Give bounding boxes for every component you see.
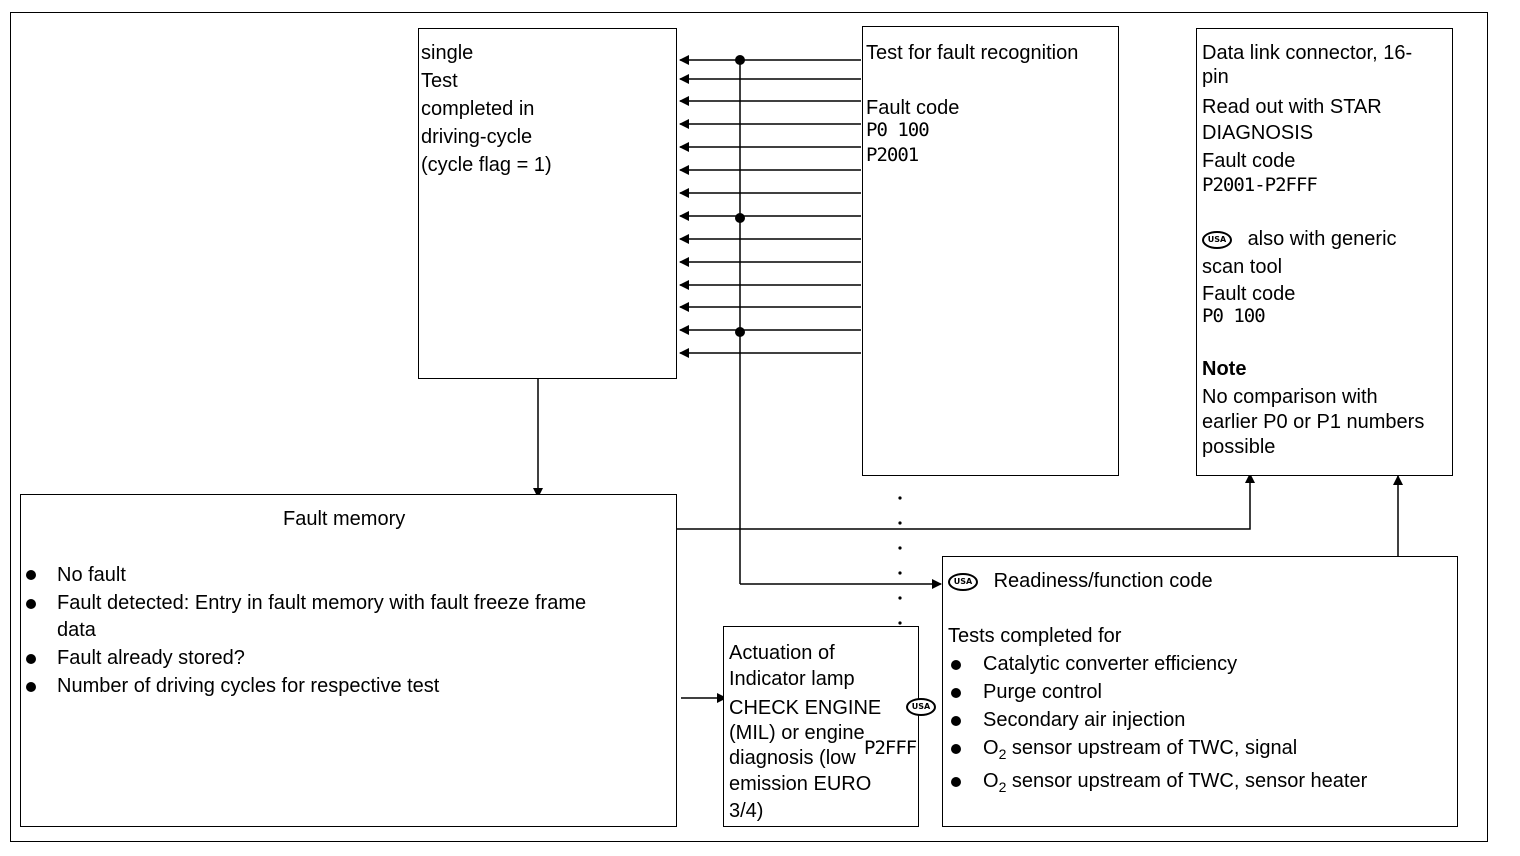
junction-dot: [735, 213, 745, 223]
o2-signal-text: sensor upstream of TWC, signal: [1006, 737, 1298, 759]
fault-memory-item: data: [57, 619, 96, 641]
test-line: Test: [421, 70, 458, 92]
readiness-box: USA Readiness/function code Tests comple…: [942, 556, 1458, 827]
readiness-item: Secondary air injection: [983, 709, 1186, 731]
o2-symbol: O: [983, 770, 999, 792]
test-line: single: [421, 42, 474, 64]
readiness-item: Catalytic converter efficiency: [983, 653, 1238, 675]
fault-memory-title: Fault memory: [283, 508, 406, 530]
bullet-icon: [26, 570, 36, 580]
fault-code-label: Fault code: [866, 97, 960, 119]
bullet-icon: [951, 660, 961, 670]
actuation-line: (MIL) or engine: [729, 722, 865, 744]
fault-code-end: P2FFF: [864, 737, 917, 759]
readiness-title: Readiness/function code: [993, 570, 1213, 592]
fault-memory-item: Fault already stored?: [57, 647, 245, 669]
bullet-icon: [26, 599, 36, 609]
note-title: Note: [1202, 358, 1247, 380]
datalink-line: Fault code: [1202, 150, 1296, 172]
bullet-icon: [951, 716, 961, 726]
test-completed-box: single Test completed in driving-cycle (…: [418, 28, 677, 379]
datalink-usa-row: USA also with generic: [1202, 225, 1397, 253]
memory-to-datalink-arrow: [677, 473, 1255, 530]
datalink-line: Data link connector, 16-: [1202, 42, 1413, 64]
test-line: completed in: [421, 98, 535, 120]
readiness-item-o2-signal: O2 sensor upstream of TWC, signal: [983, 734, 1297, 762]
usa-icon: USA: [1202, 230, 1232, 249]
bullet-icon: [951, 777, 961, 787]
o2-subscript: 2: [998, 746, 1007, 762]
datalink-line: pin: [1202, 66, 1229, 88]
o2-heater-text: sensor upstream of TWC, sensor heater: [1006, 770, 1368, 792]
actuation-line: diagnosis (low: [729, 747, 856, 769]
o2-subscript: 2: [998, 779, 1007, 795]
continuation-dot: [898, 496, 902, 500]
usa-icon: USA: [948, 572, 978, 591]
bullet-icon: [951, 744, 961, 754]
readiness-title-row: USA Readiness/function code: [948, 567, 1213, 595]
datalink-generic-code: P0 100: [1202, 305, 1266, 327]
actuation-line: CHECK ENGINE: [729, 697, 882, 719]
fault-memory-box: Fault memory No fault Fault detected: En…: [20, 494, 677, 827]
fault-recognition-box: Test for fault recognition Fault code P0…: [862, 26, 1119, 476]
note-line: possible: [1202, 436, 1276, 458]
junction-dot: [735, 55, 745, 65]
actuation-line: Actuation of: [729, 642, 835, 664]
fault-memory-item: No fault: [57, 564, 126, 586]
datalink-line: DIAGNOSIS: [1202, 122, 1314, 144]
actuation-box: Actuation of Indicator lamp CHECK ENGINE…: [723, 626, 919, 827]
actuation-line: Indicator lamp: [729, 668, 855, 690]
fault-code-start: P0 100: [866, 119, 930, 141]
datalink-code-range: P2001-P2FFF: [1202, 174, 1318, 196]
datalink-generic-2: scan tool: [1202, 256, 1283, 278]
actuation-line: 3/4): [729, 800, 764, 822]
data-link-connector-box: Data link connector, 16- pin Read out wi…: [1196, 28, 1453, 476]
actuation-line: emission EURO: [729, 773, 872, 795]
continuation-dot: [898, 571, 902, 575]
datalink-line: Read out with STAR: [1202, 96, 1382, 118]
test-line: driving-cycle: [421, 126, 533, 148]
fault-memory-item: Number of driving cycles for respective …: [57, 675, 440, 697]
test-line: (cycle flag = 1): [421, 154, 552, 176]
continuation-dot: [898, 621, 902, 625]
readiness-item: Purge control: [983, 681, 1102, 703]
readiness-subtitle: Tests completed for: [948, 625, 1122, 647]
note-line: earlier P0 or P1 numbers: [1202, 411, 1425, 433]
bullet-icon: [951, 688, 961, 698]
continuation-dot: [898, 546, 902, 550]
diagram-frame: [10, 12, 1488, 842]
datalink-generic-code-label: Fault code: [1202, 283, 1296, 305]
note-line: No comparison with: [1202, 386, 1378, 408]
junction-dot: [735, 327, 745, 337]
continuation-dot: [898, 521, 902, 525]
fault-code-next: P2001: [866, 144, 919, 166]
fault-memory-item: Fault detected: Entry in fault memory wi…: [57, 592, 587, 614]
o2-symbol: O: [983, 737, 999, 759]
usa-icon: USA: [906, 698, 936, 716]
bullet-icon: [26, 682, 36, 692]
bullet-icon: [26, 654, 36, 664]
datalink-generic-1: also with generic: [1247, 228, 1397, 250]
continuation-dot: [898, 596, 902, 600]
fault-recognition-title: Test for fault recognition: [866, 42, 1079, 64]
fault-recognition-arrows: [679, 55, 861, 358]
readiness-item-o2-heater: O2 sensor upstream of TWC, sensor heater: [983, 767, 1367, 795]
